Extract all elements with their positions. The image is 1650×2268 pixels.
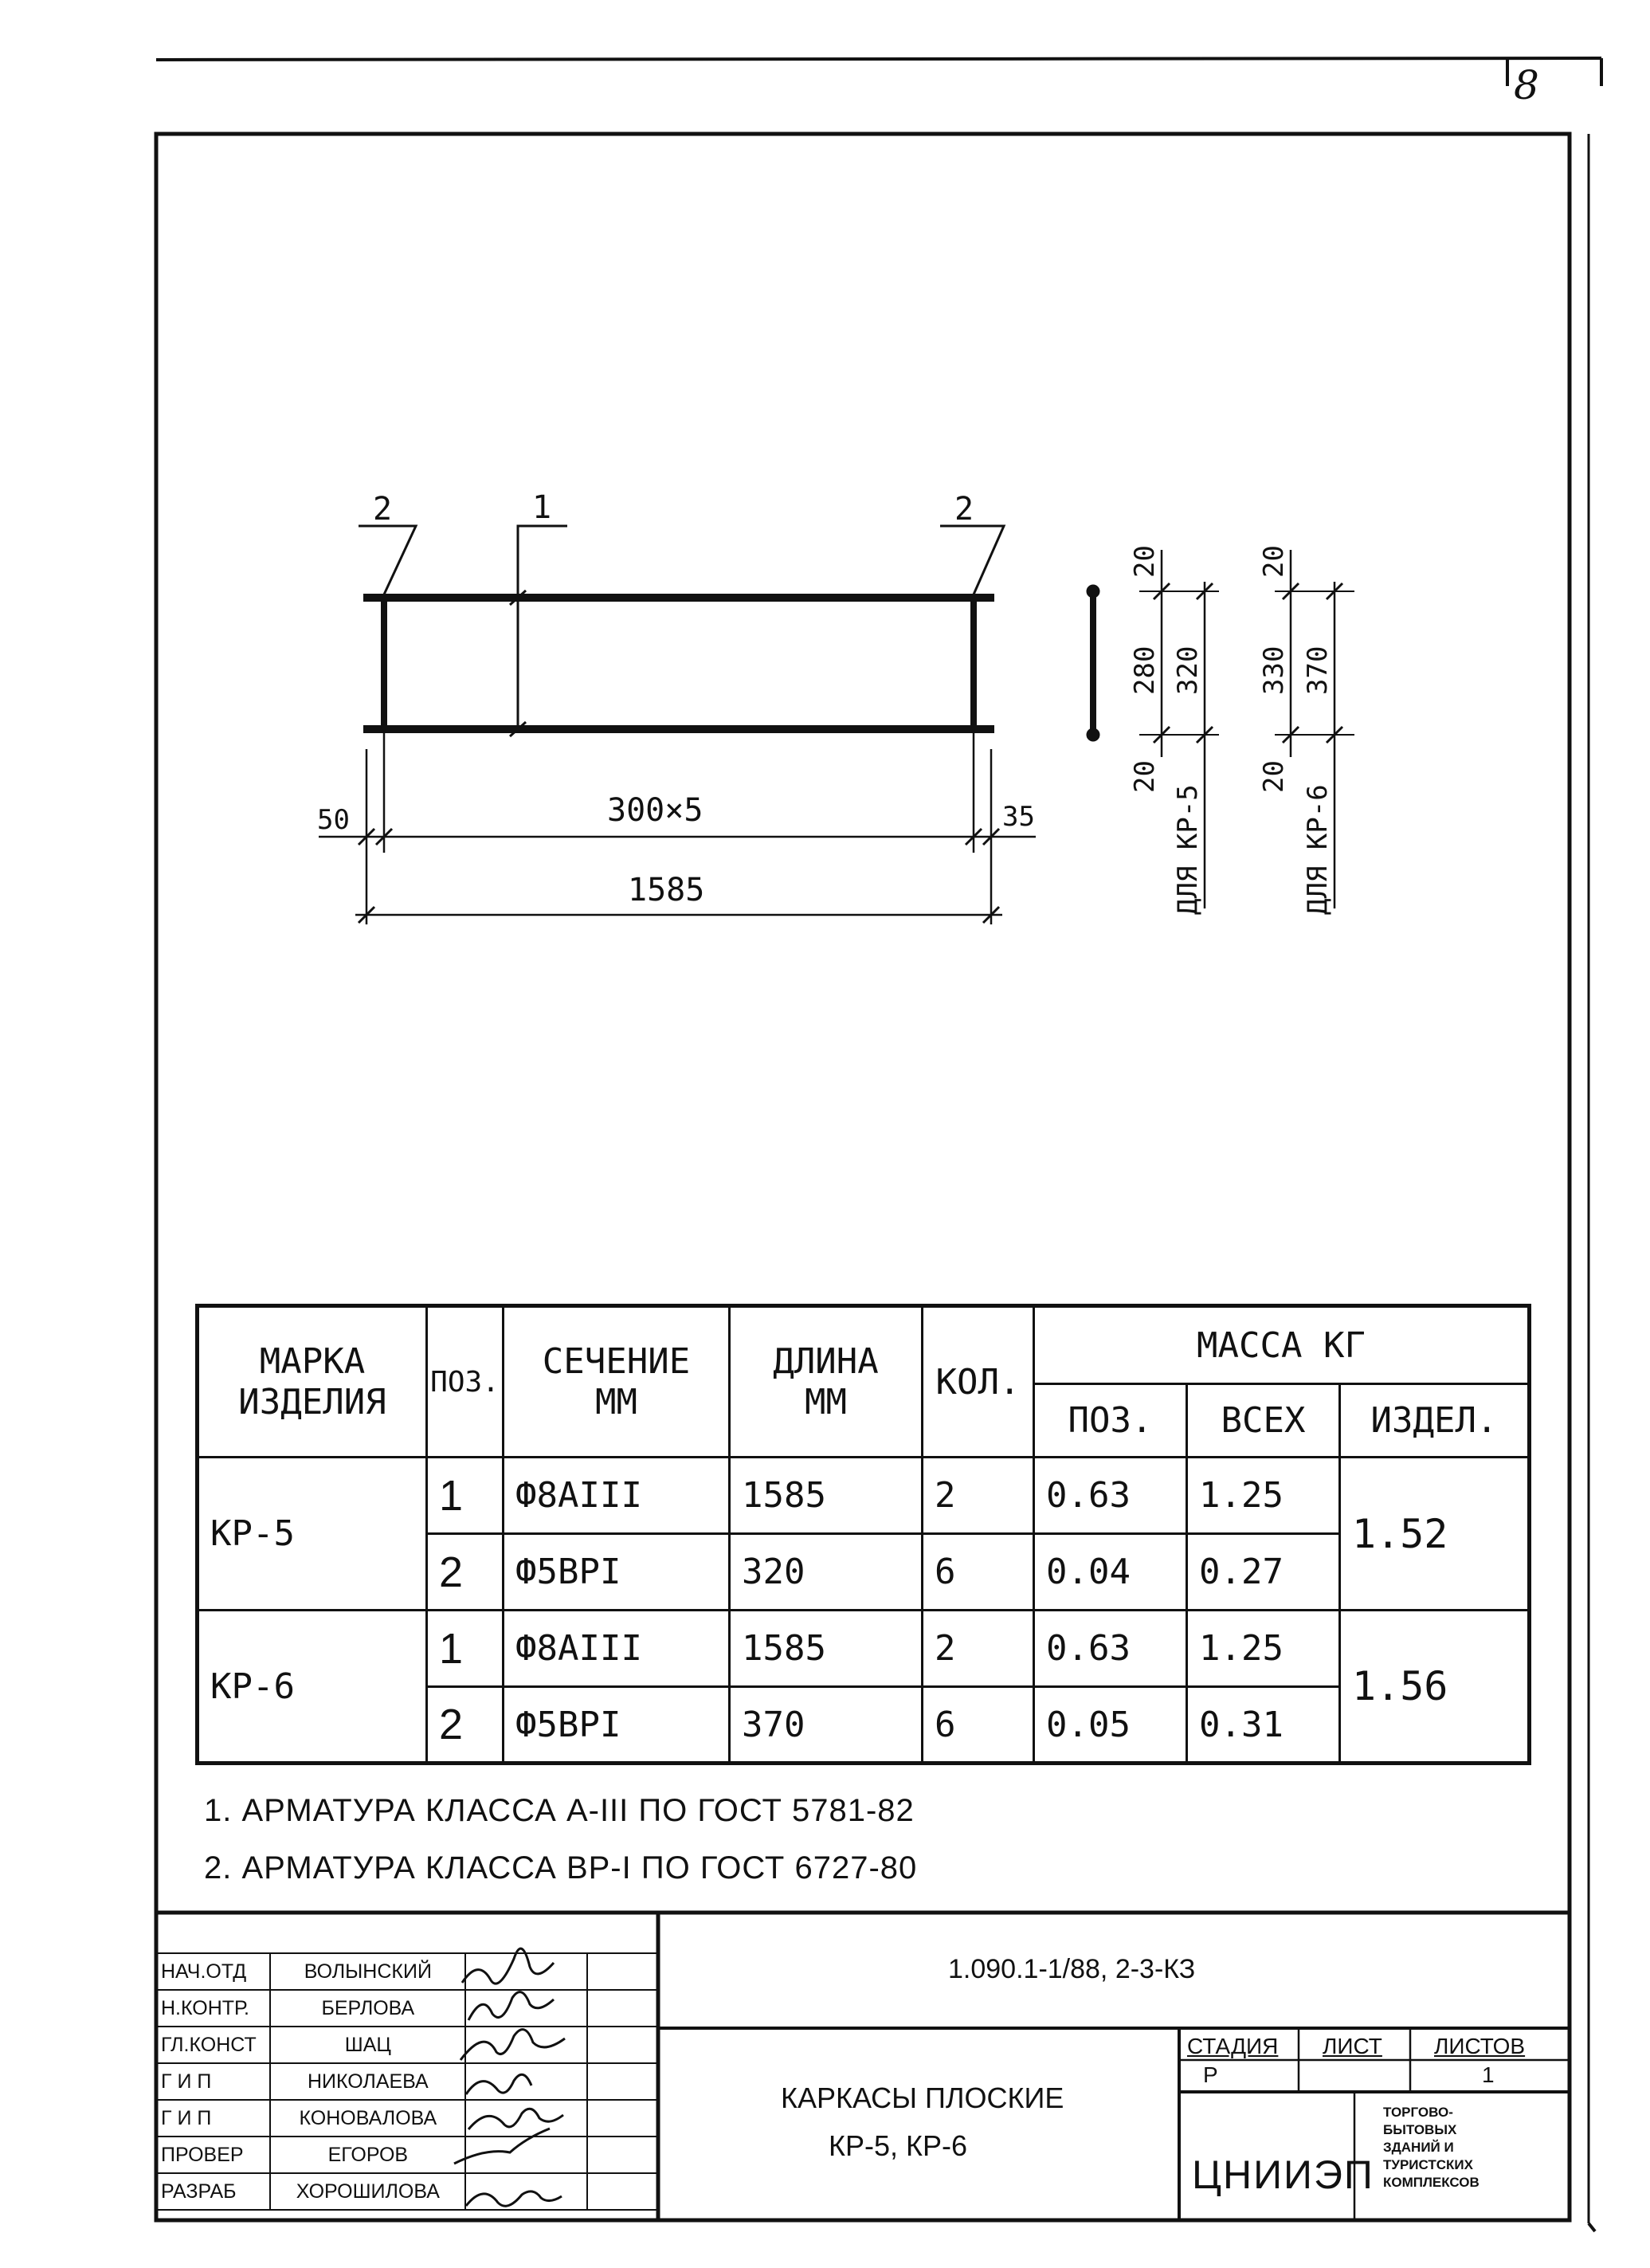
header-mass-all: ВСЕХ <box>1186 1383 1341 1458</box>
sheet-label: ЛИСТ <box>1323 2034 1382 2058</box>
dim-kp6-top: 20 <box>1258 545 1290 578</box>
callout-pos-2-left: 2 <box>373 491 392 528</box>
table-row: 2 Ф5ВРI 320 6 0.04 0.27 <box>198 1532 1530 1611</box>
length-cell: 1585 <box>728 1609 923 1688</box>
document-title-line2: КР-5, КР-6 <box>829 2129 967 2162</box>
section-cell: Ф5ВРI <box>502 1532 731 1611</box>
mass-pos-cell: 0.63 <box>1033 1456 1188 1535</box>
table-row: Н.КОНТР.БЕРЛОВА <box>155 1989 659 2027</box>
mass-pos-cell: 0.04 <box>1033 1532 1188 1611</box>
header-mass: МАССА КГ <box>1032 1305 1531 1385</box>
length-cell: 1585 <box>728 1456 923 1535</box>
specification-table: МАРКА ИЗДЕЛИЯ ПОЗ. СЕЧЕНИЕ ММ ДЛИНА ММ К… <box>195 1304 1532 1765</box>
pos-cell: 1 <box>425 1456 504 1535</box>
pos-cell: 2 <box>425 1532 504 1611</box>
section-cell: Ф8АIII <box>502 1609 731 1688</box>
dim-kp6-middle: 330 <box>1258 646 1290 695</box>
qty-cell: 2 <box>921 1456 1035 1535</box>
document-title-line1: КАРКАСЫ ПЛОСКИЕ <box>781 2082 1064 2114</box>
cage-elevation-drawing: 2 1 2 50 300×5 35 1585 <box>317 489 1036 924</box>
label-for-kp6: ДЛЯ КР-6 <box>1302 784 1334 915</box>
length-cell: 320 <box>728 1532 923 1611</box>
note-2: 2. АРМАТУРА КЛАССА ВР-I ПО ГОСТ 6727-80 <box>204 1850 918 1885</box>
label-for-kp5: ДЛЯ КР-5 <box>1172 784 1204 915</box>
header-section: СЕЧЕНИЕ ММ <box>502 1305 731 1458</box>
mass-all-cell: 0.31 <box>1186 1685 1341 1764</box>
callout-pos-1: 1 <box>532 489 551 526</box>
mass-all-cell: 1.25 <box>1186 1609 1341 1688</box>
organization-name: ЦНИИЭП <box>1192 2152 1374 2197</box>
signature <box>464 2136 588 2174</box>
dim-kp5-middle: 280 <box>1129 646 1161 695</box>
document-code: 1.090.1-1/88, 2-3-КЗ <box>948 1954 1196 1984</box>
header-mass-pos: ПОЗ. <box>1033 1383 1188 1458</box>
qty-cell: 6 <box>921 1685 1035 1764</box>
note-1: 1. АРМАТУРА КЛАССА А-III ПО ГОСТ 5781-82 <box>204 1793 915 1828</box>
section-cell: Ф8АIII <box>502 1456 731 1535</box>
stage-label: СТАДИЯ <box>1187 2034 1279 2058</box>
header-length: ДЛИНА ММ <box>728 1305 923 1458</box>
dim-total-length: 1585 <box>628 872 704 908</box>
qty-cell: 2 <box>921 1609 1035 1688</box>
pos-cell: 1 <box>425 1609 504 1688</box>
sheets-value: 1 <box>1482 2062 1495 2087</box>
pos-cell: 2 <box>425 1685 504 1764</box>
mark-cell: КР-5 <box>196 1456 428 1611</box>
mass-pos-cell: 0.05 <box>1033 1685 1188 1764</box>
header-mark: МАРКА ИЗДЕЛИЯ <box>196 1305 428 1458</box>
dim-kp5-bottom: 20 <box>1129 760 1161 793</box>
dim-spacing: 300×5 <box>607 792 703 829</box>
dim-kp5-overall: 320 <box>1172 646 1204 695</box>
table-row: КР-5 1 Ф8АIII 1585 2 0.63 1.25 1.52 <box>196 1456 1531 1611</box>
mass-all-cell: 1.25 <box>1186 1456 1341 1535</box>
dim-kp6-bottom: 20 <box>1258 760 1290 793</box>
dim-kp6-overall: 370 <box>1302 646 1334 695</box>
mass-pos-cell: 0.63 <box>1033 1609 1188 1688</box>
sheets-label: ЛИСТОВ <box>1434 2034 1526 2058</box>
table-row: 2 Ф5ВРI 370 6 0.05 0.31 <box>198 1685 1530 1764</box>
stage-value: Р <box>1203 2062 1218 2087</box>
organization-subtitle: ТОРГОВО- БЫТОВЫХ ЗДАНИЙ И ТУРИСТСКИХ КОМ… <box>1383 2105 1480 2190</box>
qty-cell: 6 <box>921 1532 1035 1611</box>
section-cell: Ф5ВРI <box>502 1685 731 1764</box>
header-mass-item: ИЗДЕЛ. <box>1338 1383 1531 1458</box>
header-qty: КОЛ. <box>921 1305 1035 1458</box>
mass-item-cell: 1.52 <box>1338 1456 1531 1611</box>
mass-all-cell: 0.27 <box>1186 1532 1341 1611</box>
mass-item-cell: 1.56 <box>1338 1609 1531 1764</box>
table-row: КР-6 1 Ф8АIII 1585 2 0.63 1.25 1.56 <box>196 1609 1531 1764</box>
mark-cell: КР-6 <box>196 1609 428 1764</box>
header-pos: ПОЗ. <box>425 1305 504 1458</box>
length-cell: 370 <box>728 1685 923 1764</box>
callout-pos-2-right: 2 <box>954 491 974 528</box>
dim-right-offset: 35 <box>1002 801 1035 833</box>
signature <box>464 2099 588 2137</box>
cage-section-dimensions: 20 280 320 20 ДЛЯ КР-5 20 330 370 20 ДЛЯ… <box>1086 545 1354 915</box>
dim-kp5-top: 20 <box>1129 545 1161 578</box>
dim-left-offset: 50 <box>317 804 350 836</box>
sheet-number: 8 <box>1514 62 1539 108</box>
